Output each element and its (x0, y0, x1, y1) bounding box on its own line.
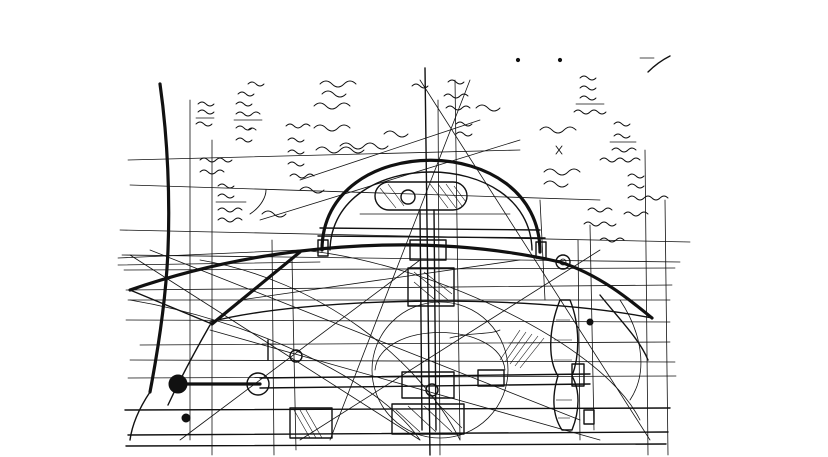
handwritten-calculations (195, 55, 671, 243)
base-hatching (395, 405, 463, 433)
capsule-hatching (379, 183, 467, 209)
drive-shaft (168, 369, 591, 423)
dome-cupola-icon (317, 158, 571, 270)
rotor-circle (371, 301, 509, 439)
hatched-wedge (289, 329, 545, 439)
disc-body-icon (128, 243, 654, 441)
propeller-icon (550, 299, 595, 431)
construction-lines (117, 67, 691, 456)
left-vertical-stroke (148, 82, 171, 394)
left-hull-curve (129, 391, 151, 441)
small-mechanism (261, 329, 501, 363)
